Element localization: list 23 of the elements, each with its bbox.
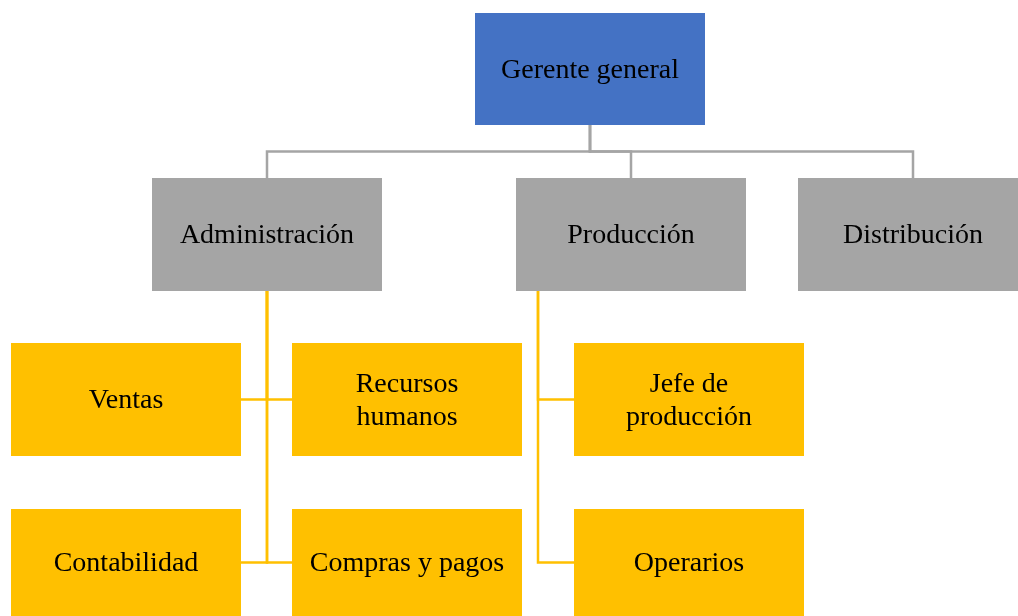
org-box: [798, 178, 1018, 291]
box-label: Operarios: [633, 546, 745, 579]
org-box: [292, 343, 522, 456]
org-box: [475, 13, 705, 125]
box-label: Producción: [567, 218, 695, 251]
box-label: Administración: [179, 218, 355, 251]
box-label: Ventas: [88, 383, 164, 416]
org-box: [11, 343, 241, 456]
org-box: [152, 178, 382, 291]
box-label: Distribución: [843, 218, 983, 251]
org-box: [516, 178, 746, 291]
box-label: Compras y pagos: [309, 546, 505, 579]
org-box: [574, 509, 804, 616]
box-label: Gerente general: [501, 52, 679, 86]
box-label: Recursos humanos: [354, 367, 460, 432]
connector-line: [265, 291, 292, 564]
connector-line: [588, 125, 915, 178]
org-box: [574, 343, 804, 456]
box-label: Contabilidad: [53, 546, 199, 579]
org-box: [292, 509, 522, 616]
box-label: Jefe de producción: [625, 367, 753, 432]
connector-line: [536, 291, 574, 564]
org-box: [11, 509, 241, 616]
